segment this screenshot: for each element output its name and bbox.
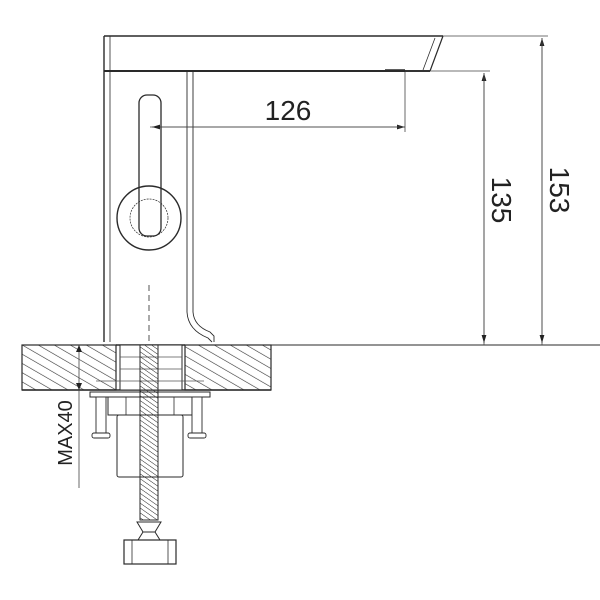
- dimension-spout-height: [405, 70, 490, 345]
- dimension-total-height: [443, 35, 548, 345]
- dimension-label-126: 126: [265, 95, 312, 126]
- countertop-section: [21, 344, 600, 391]
- dimension-spout-reach: [150, 72, 406, 132]
- dimension-label-max40: MAX40: [55, 400, 77, 466]
- dimension-label-153: 153: [544, 167, 575, 214]
- faucet-body: [103, 35, 444, 343]
- threaded-rod: [123, 344, 177, 565]
- dimension-max-thickness: [76, 345, 82, 488]
- dimension-label-135: 135: [486, 177, 517, 224]
